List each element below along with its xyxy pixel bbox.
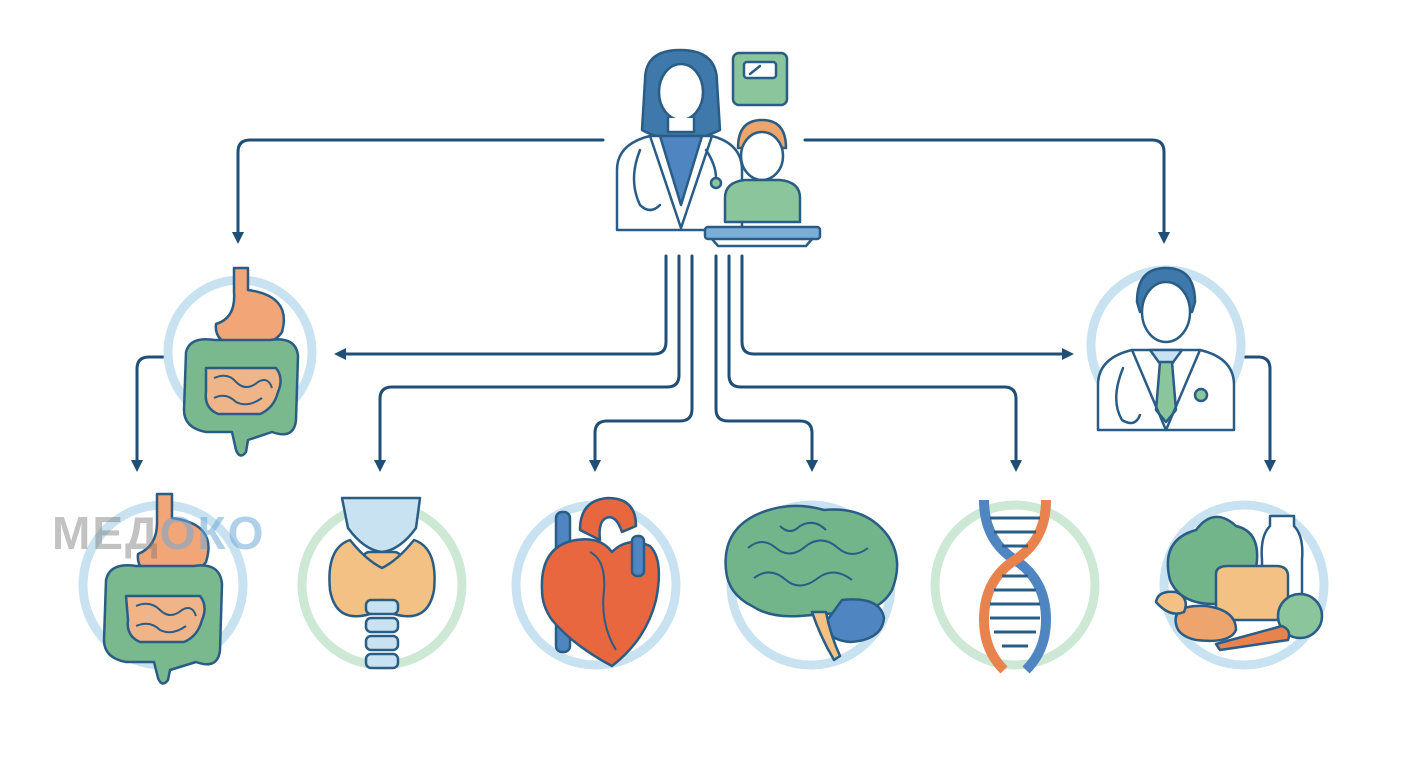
brain-node <box>724 500 899 670</box>
heart-icon <box>540 496 661 668</box>
thyroid-node <box>297 496 467 670</box>
food-node <box>1154 500 1329 670</box>
dna-icon <box>979 499 1051 674</box>
arrow-to-gastro-side <box>334 254 668 360</box>
male-doctor-icon <box>1086 265 1246 432</box>
weighing-scale-icon <box>731 51 789 107</box>
gastro-top-node <box>163 266 317 457</box>
arrow-to-brain <box>714 254 818 472</box>
arrow-to-specialist-side <box>740 254 1074 360</box>
digestive-system-icon <box>182 266 300 457</box>
arrow-specialist-to-food <box>1243 355 1276 472</box>
watermark-text-accent: ОКО <box>159 507 266 559</box>
arrow-to-thyroid <box>374 254 681 472</box>
watermark-logo: МЕДОКО <box>52 506 265 560</box>
arrow-to-dna <box>727 254 1022 472</box>
arrow-to-specialist <box>803 138 1170 244</box>
watermark-text-main: МЕД <box>52 507 160 559</box>
dna-node <box>930 499 1100 674</box>
digestive-system-icon <box>102 492 224 685</box>
consultation-group <box>615 48 822 248</box>
child-patient-icon <box>723 118 802 224</box>
gastro-bottom-node <box>78 492 248 685</box>
arrow-to-gastro-top <box>232 138 605 244</box>
thyroid-icon <box>328 496 436 670</box>
arrow-to-heart <box>589 254 694 472</box>
desk-icon <box>703 225 822 241</box>
brain-icon <box>724 504 899 662</box>
female-doctor-icon <box>615 48 744 232</box>
connector-lines <box>131 138 1276 472</box>
healthy-food-icon <box>1154 514 1324 652</box>
arrow-gastro-to-gastro <box>131 355 165 472</box>
heart-node <box>511 496 681 670</box>
